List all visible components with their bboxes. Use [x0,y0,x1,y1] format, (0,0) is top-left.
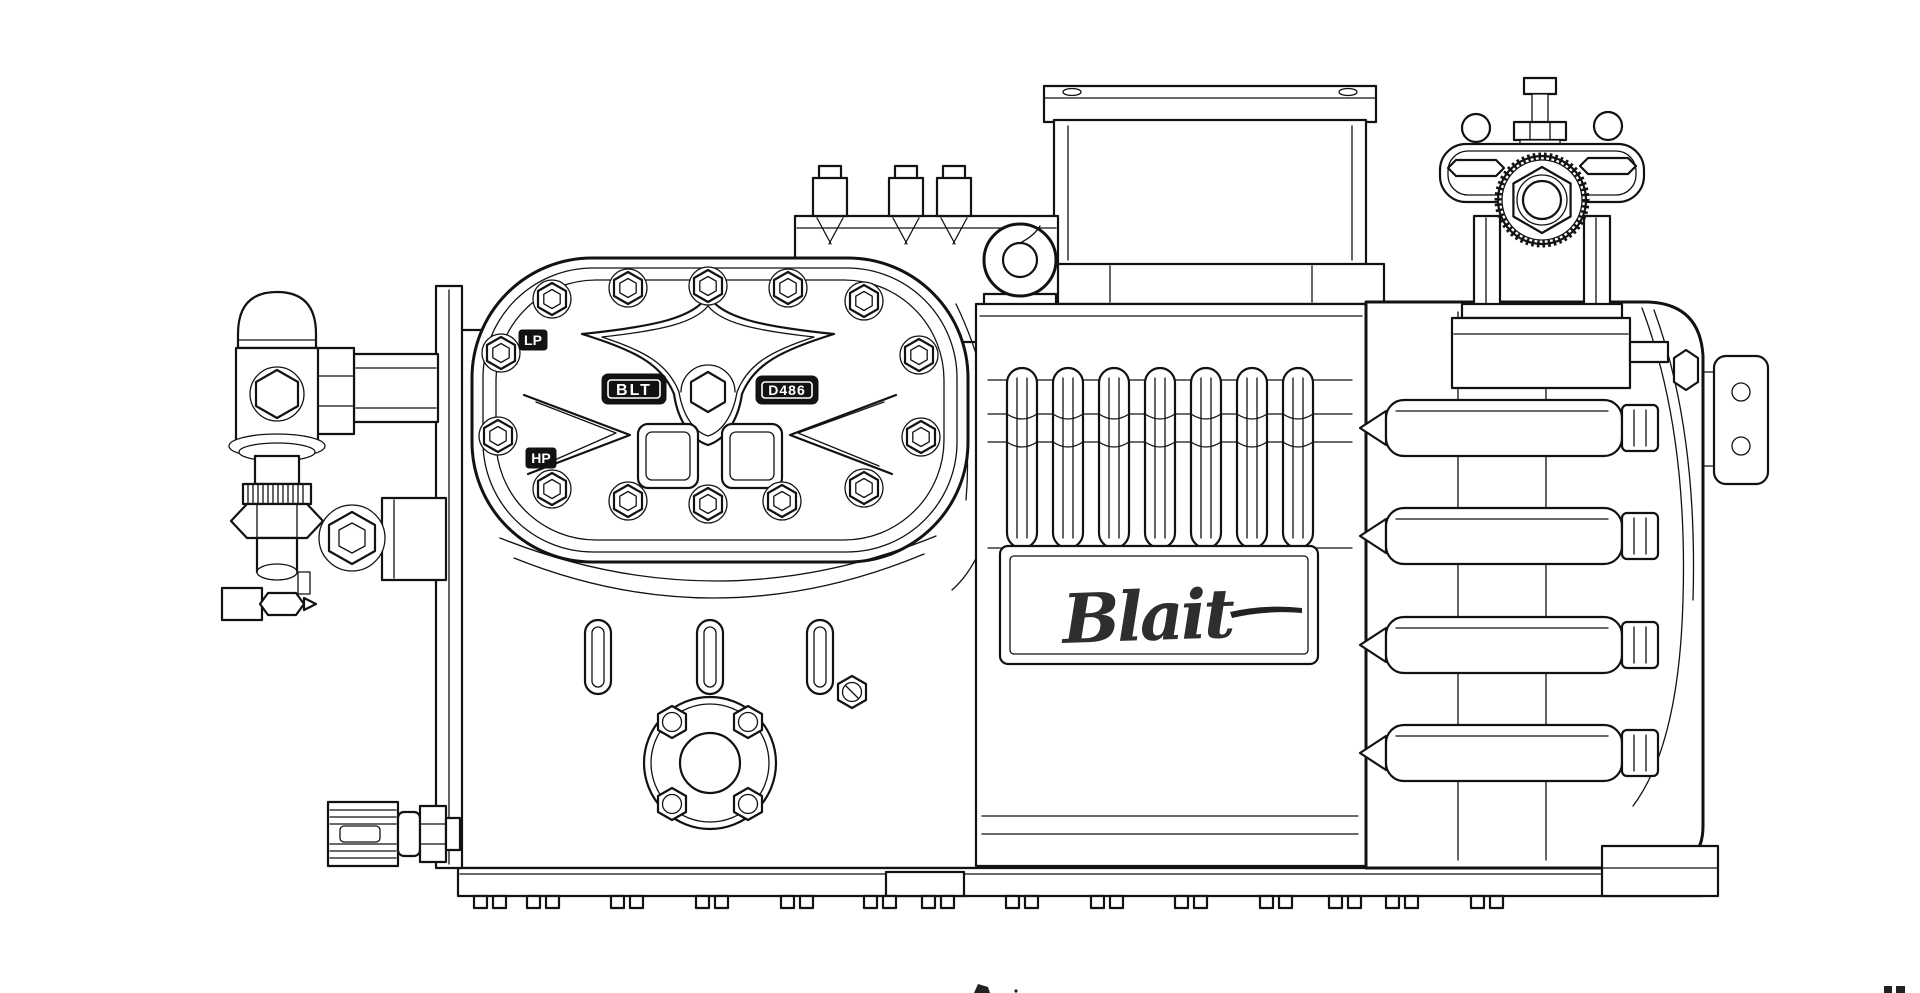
head-bolt [898,334,940,376]
logo-swash [1230,606,1302,618]
lid-screw [1338,87,1358,97]
terminal-box-plinth [1034,262,1386,306]
mounting-foot [920,894,956,910]
hex-nut [229,502,325,540]
bolt-lug-row [1358,506,1660,566]
flange-bolt [732,786,764,822]
flange-bolt [656,704,688,740]
cooling-fin [1235,366,1269,550]
mounting-foot [1004,894,1040,910]
mounting-foot [609,894,645,910]
edge-hex-bolt [1672,348,1700,392]
mounting-foot [1384,894,1420,910]
head-bolt [900,416,942,458]
terminal-box [1034,84,1386,306]
service-valve [1438,76,1670,390]
head-bolt [531,278,573,320]
flange-hex-bolt [1446,158,1506,178]
caption-fragments [974,984,1905,993]
manifold-bolt-pad [811,164,973,245]
mounting-foot [862,894,898,910]
head-star-rib [580,294,836,447]
head-bolt [607,480,649,522]
blt-badge-text: BLT [616,382,652,399]
flange-hex-bolt [1578,156,1638,176]
head-bolt [477,415,519,457]
cylinder-head: LP HP BLT D486 [470,256,970,599]
hex-bolt [327,510,377,566]
head-bolt [767,267,809,309]
crankcase-slot [583,618,835,696]
head-pocket [636,422,784,490]
mounting-foot [1469,894,1505,910]
oil-plug [836,674,868,710]
brand-logo-text: Blait [1059,574,1236,660]
brand-plate: Blait [998,544,1320,666]
cooling-fin [1281,366,1315,550]
foot-block [884,870,966,898]
end-bell [1358,300,1770,898]
blt-badge: BLT [601,373,667,405]
cropped-caption-dot [1014,989,1018,993]
motor-housing: Blait [974,302,1368,868]
cooling-fin [1097,366,1131,550]
left-fitting-assembly [220,284,464,870]
small-fitting [220,571,318,622]
head-center-bolt [680,364,736,414]
cooling-fin [1005,366,1039,550]
lp-badge: LP [518,329,548,351]
mounting-foot [1258,894,1294,910]
cooling-fin [1143,366,1177,550]
oil-pump-flange [642,695,778,831]
head-bolt [607,267,649,309]
valve-knurled-wheel [1494,152,1590,248]
base-rail [456,866,1704,910]
mounting-bracket [1702,354,1770,486]
hp-badge-text: HP [531,450,550,466]
cooling-fin [1051,366,1085,550]
bolt-lug-row [1358,398,1660,458]
head-bolt [687,483,729,525]
head-bolt [843,280,885,322]
mounting-foot [694,894,730,910]
end-bell-foot [1600,844,1720,898]
mounting-foot [525,894,561,910]
head-bolt [687,265,729,307]
mounting-foot [1089,894,1125,910]
flange-bolt [732,704,764,740]
mounting-foot [472,894,508,910]
cooling-fin [1189,366,1223,550]
flange-bolt [656,786,688,822]
terminal-box-lid [1042,84,1378,124]
sight-glass-body [228,290,326,581]
hp-badge: HP [525,447,557,469]
lp-badge-text: LP [524,332,542,348]
head-chevron-rib [522,393,898,476]
bolt-lug-row [1358,723,1660,783]
head-bolt [480,332,522,374]
head-bolt [761,480,803,522]
head-bolt [843,467,885,509]
mounting-foot [1327,894,1363,910]
valve-stem-cap [1522,76,1558,96]
heater-plug [326,800,462,868]
model-badge: D486 [755,375,819,405]
bolt-housing [318,496,448,582]
bolt-lug-row [1358,615,1660,675]
hex-plug [254,368,300,420]
head-bolt [531,468,573,510]
cropped-caption-fragment [974,984,990,993]
cropped-page-number-fragment [1884,986,1892,993]
mounting-foot [1173,894,1209,910]
model-badge-text: D486 [768,382,805,398]
mounting-foot [779,894,815,910]
cropped-page-number-fragment [1896,986,1905,993]
lid-screw [1062,87,1082,97]
